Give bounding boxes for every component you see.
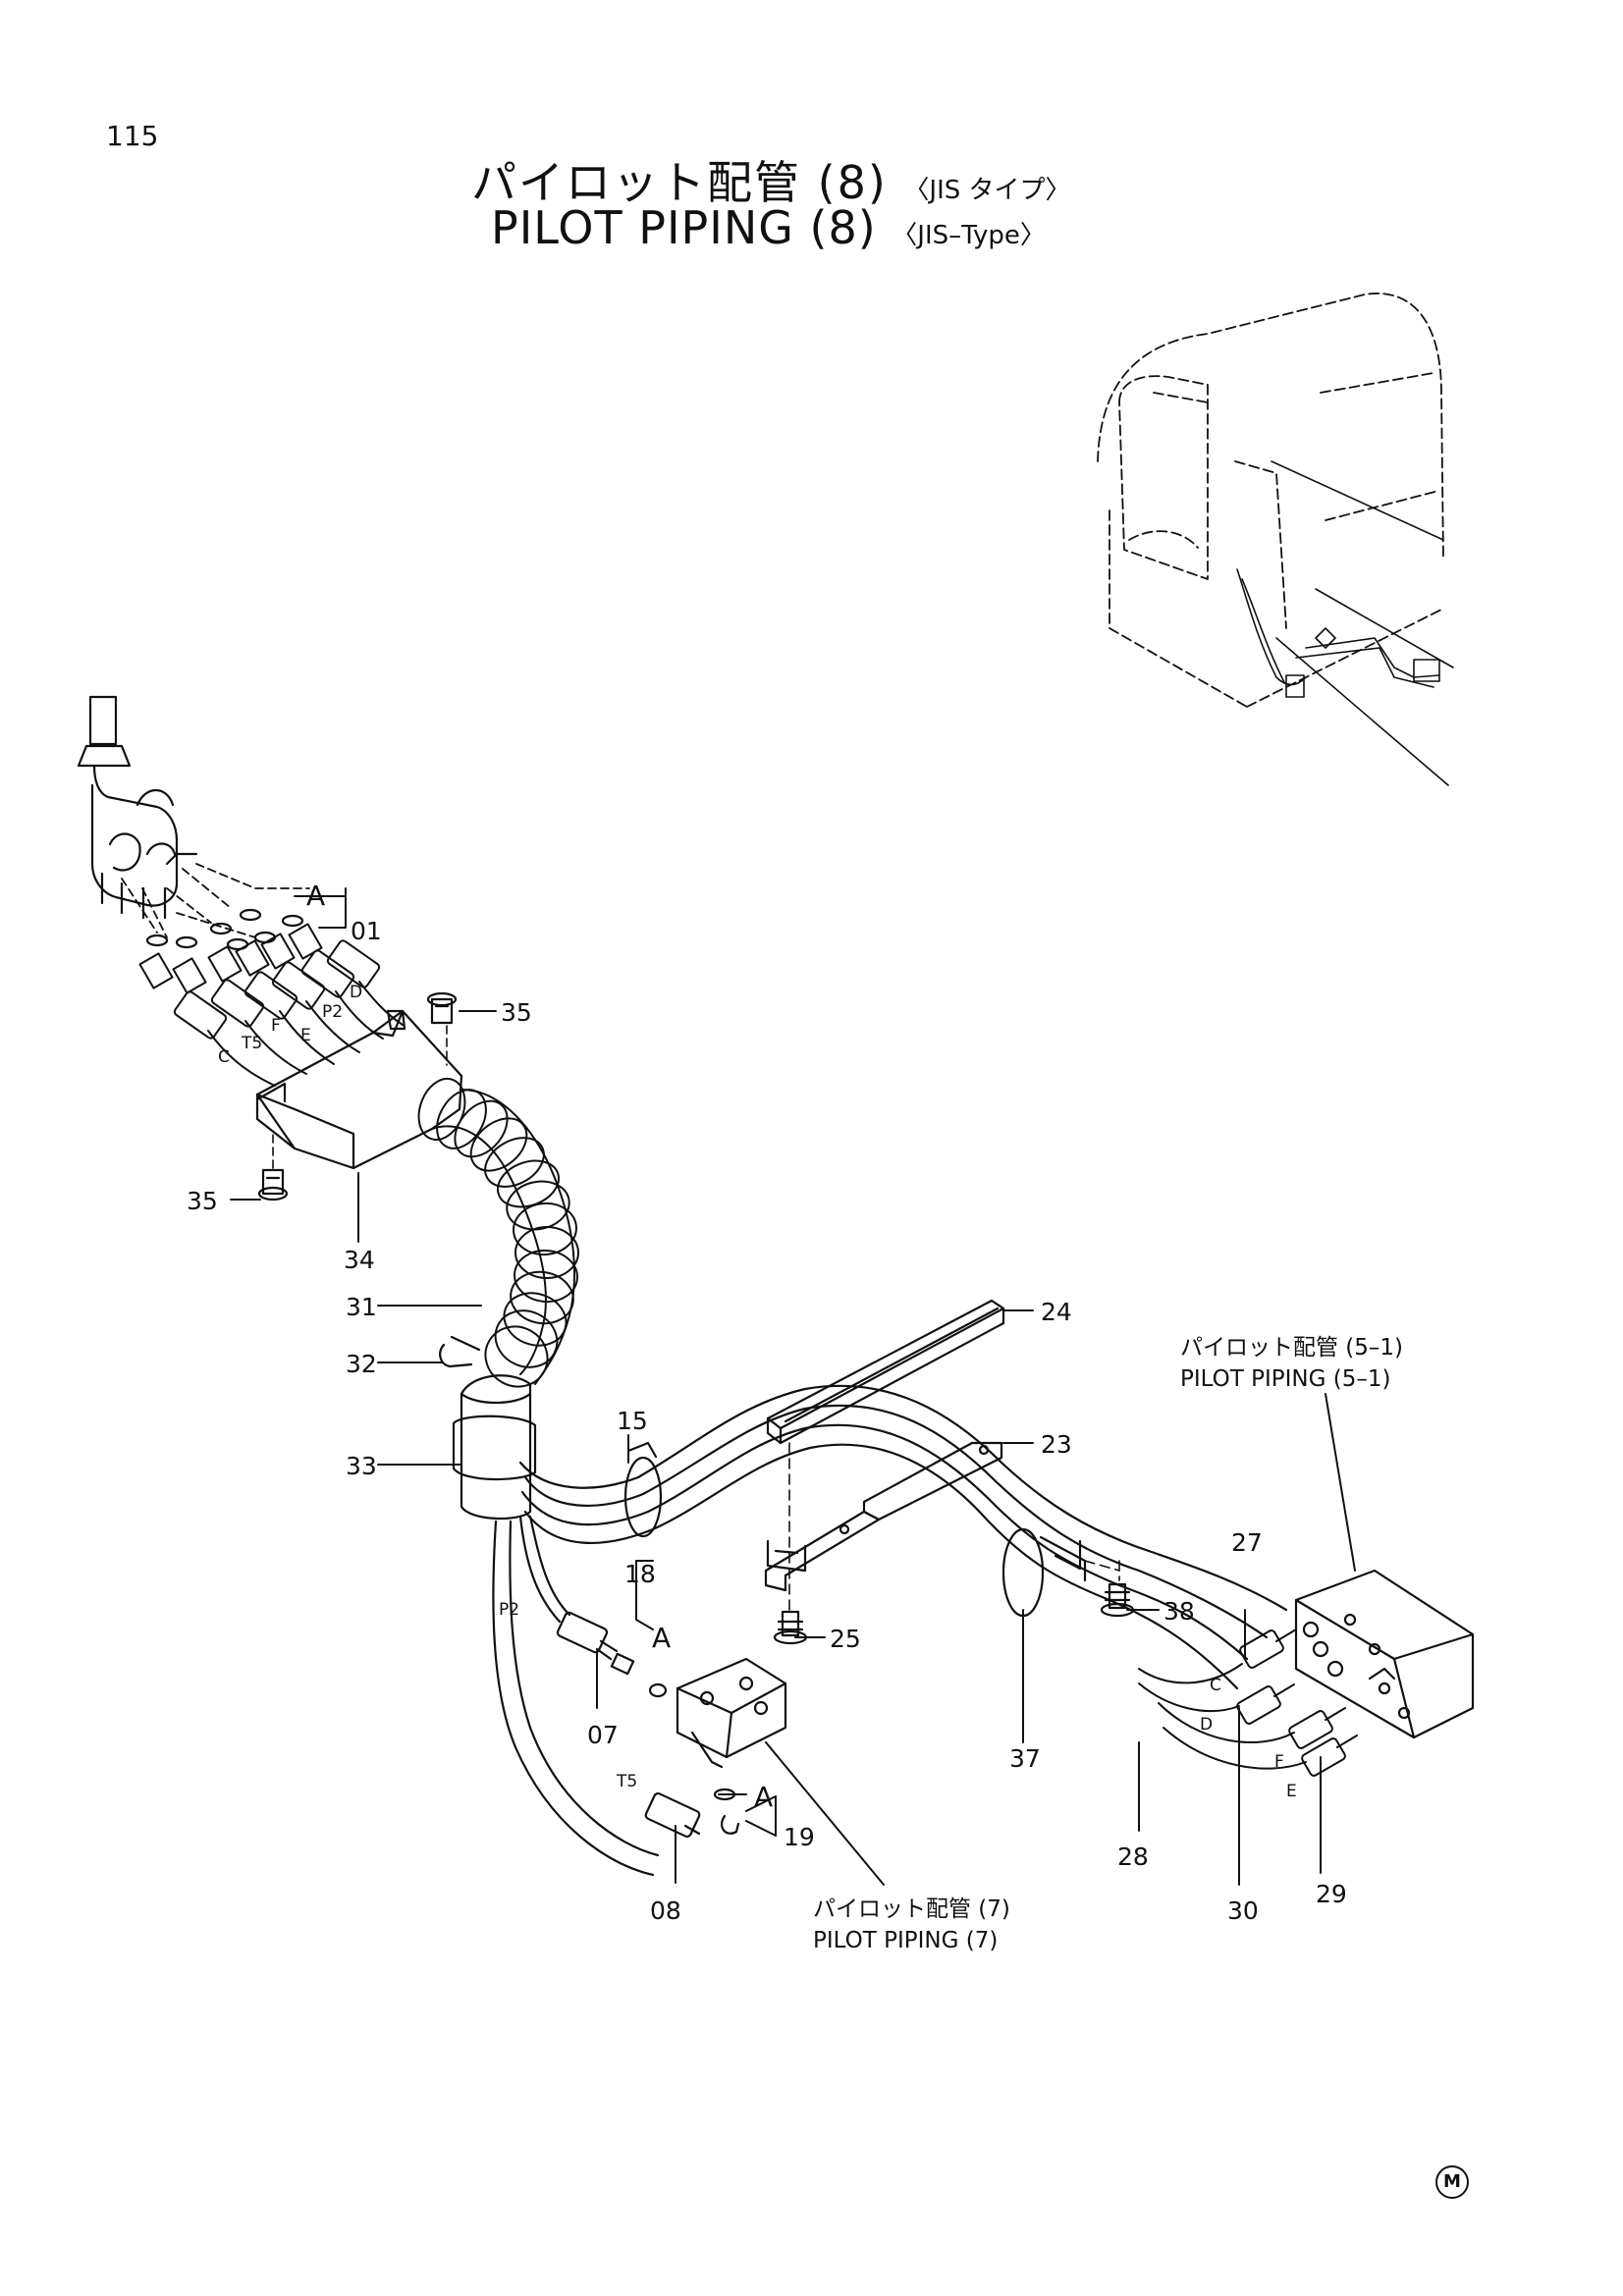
callout-35-upper: 35 (501, 998, 532, 1027)
callout-28: 28 (1117, 1842, 1149, 1871)
port-label-c-block: C (1210, 1676, 1221, 1695)
port-label-f-valve: F (271, 1016, 281, 1036)
title-english: PILOT PIPING (8) 〈JIS–Type〉 (491, 201, 1046, 254)
port-label-c-valve: C (218, 1047, 230, 1067)
port-label-d-block: D (1200, 1715, 1213, 1735)
title-english-type: 〈JIS–Type〉 (892, 221, 1046, 250)
hose-cover-34 (255, 1009, 463, 1170)
callout-35-lower: 35 (187, 1187, 218, 1215)
callout-15: 15 (617, 1407, 648, 1435)
callout-30: 30 (1227, 1896, 1259, 1925)
pilot-block-19 (676, 1657, 787, 1835)
band-37 (1001, 1527, 1087, 1618)
junction-block (1294, 1569, 1475, 1739)
reference-pilot-piping-5-1-en: PILOT PIPING (5–1) (1180, 1366, 1390, 1392)
title-japanese-type: 〈JIS タイプ〉 (903, 176, 1071, 205)
o-rings-01 (145, 908, 304, 951)
corrugated-tube-31 (417, 1078, 579, 1388)
callout-38: 38 (1163, 1597, 1195, 1626)
bolt-35-lower (257, 1168, 289, 1201)
reference-pilot-piping-7-ja: パイロット配管 (7) (813, 1896, 1010, 1922)
fittings-27-30 (1236, 1629, 1358, 1777)
reference-labels: パイロット配管 (5–1) PILOT PIPING (5–1) パイロット配管… (813, 1335, 1403, 1953)
callout-23: 23 (1041, 1430, 1072, 1459)
pilot-valve-body (77, 695, 198, 920)
callout-27: 27 (1231, 1528, 1263, 1557)
detail-marker-a-3: A (754, 1781, 773, 1813)
reference-pilot-piping-7-en: PILOT PIPING (7) (813, 1928, 998, 1953)
adapters-fittings (138, 923, 323, 994)
detail-marker-a-1: A (306, 880, 325, 912)
callout-24: 24 (1041, 1298, 1072, 1326)
port-label-p2-valve: P2 (322, 1002, 343, 1022)
title-english-text: PILOT PIPING (8) (491, 201, 877, 254)
band-15 (623, 1441, 663, 1538)
title-japanese-text: パイロット配管 (8) (471, 156, 888, 209)
hose-ends (173, 939, 381, 1040)
callout-33: 33 (346, 1452, 377, 1480)
reference-pilot-piping-5-1-ja: パイロット配管 (5–1) (1180, 1335, 1403, 1361)
main-hose-bundle (492, 1384, 1288, 1877)
title-japanese: パイロット配管 (8) 〈JIS タイプ〉 (471, 147, 1071, 212)
bracket-u-mount (766, 1539, 807, 1573)
fitting-07 (556, 1611, 635, 1676)
callout-18: 18 (624, 1560, 656, 1588)
callout-leaders (230, 887, 1356, 1886)
callout-37: 37 (1009, 1744, 1041, 1773)
callout-34: 34 (344, 1246, 375, 1274)
port-label-f-block: F (1274, 1752, 1284, 1772)
callout-32: 32 (346, 1350, 377, 1378)
port-label-t5-valve: T5 (241, 1034, 262, 1053)
detail-marker-a-2: A (652, 1622, 671, 1654)
hoses-to-block (1138, 1663, 1307, 1770)
maker-mark: M (1435, 2165, 1469, 2199)
callout-29: 29 (1316, 1880, 1347, 1908)
bracket-23 (764, 1441, 1003, 1592)
callout-07: 07 (587, 1721, 619, 1749)
callout-08: 08 (650, 1896, 681, 1925)
bolt-25 (773, 1610, 808, 1645)
clamp-33 (452, 1374, 537, 1520)
cab-hardware-lines (1236, 460, 1454, 786)
callout-19: 19 (784, 1823, 815, 1851)
port-label-d-valve: D (350, 983, 362, 1002)
oring-18 (648, 1682, 668, 1698)
rail-24 (766, 1299, 1005, 1445)
callout-01: 01 (351, 917, 382, 945)
page-number: 115 (106, 120, 159, 152)
bolt-35-upper (426, 991, 458, 1025)
clamp-32 (439, 1335, 481, 1368)
part-callout-labels: 01 07 08 15 18 19 23 24 25 27 28 29 30 3… (187, 917, 1347, 1925)
port-label-p2-hose: P2 (499, 1600, 519, 1620)
port-labels: C T5 F E P2 D P2 T5 C D F E (218, 983, 1297, 1801)
callout-31: 31 (346, 1293, 377, 1321)
pilot-valve-dashed-leaders (121, 863, 310, 938)
cab-location-inset (1097, 293, 1444, 708)
fitting-08 (644, 1791, 701, 1839)
port-label-e-block: E (1286, 1782, 1297, 1801)
dashed-leader-24-25 (788, 1442, 1120, 1611)
port-label-e-valve: E (300, 1026, 311, 1045)
port-label-t5-hose: T5 (616, 1772, 637, 1791)
detail-markers: A A A (306, 880, 773, 1813)
callout-25: 25 (830, 1625, 861, 1653)
